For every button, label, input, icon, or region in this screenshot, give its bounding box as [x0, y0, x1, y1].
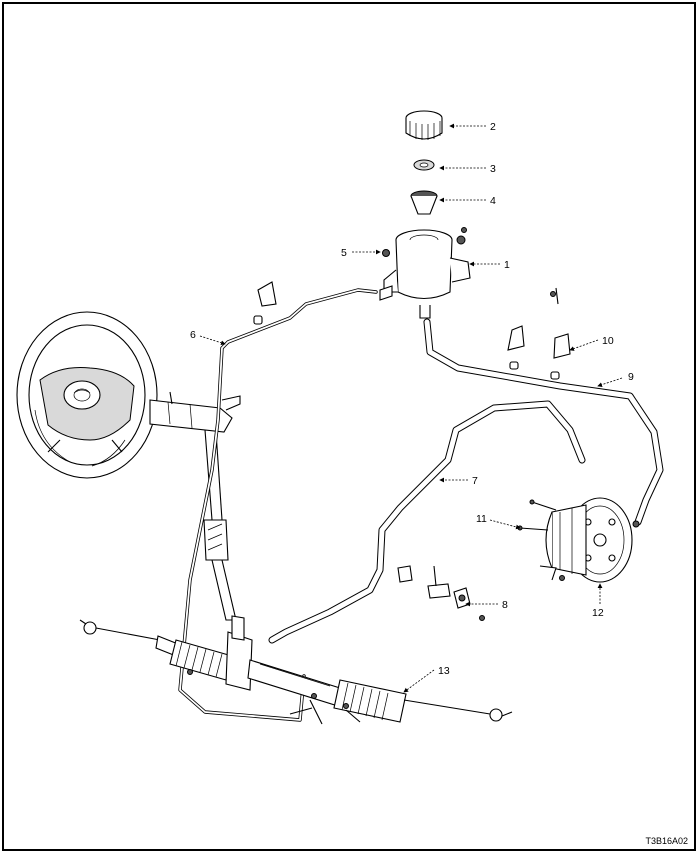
leader-lines — [199, 123, 623, 693]
steering-wheel — [16, 311, 158, 479]
callout-7: 7 — [472, 475, 478, 487]
steering-column — [149, 391, 241, 621]
callout-8: 8 — [502, 599, 508, 611]
callout-9: 9 — [628, 371, 634, 383]
suction-hose — [423, 318, 664, 526]
hose-clamps — [507, 287, 571, 380]
callout-12: 12 — [592, 607, 604, 619]
callout-3: 3 — [490, 163, 496, 175]
callout-13: 13 — [438, 665, 450, 677]
return-pipe — [178, 281, 378, 722]
callout-4: 4 — [490, 195, 496, 207]
power-steering-pump — [539, 497, 640, 583]
pipe-bracket — [397, 565, 485, 621]
callout-2: 2 — [490, 121, 496, 133]
callout-11: 11 — [476, 513, 487, 525]
reservoir-filter — [410, 190, 438, 215]
reservoir-cap — [405, 110, 443, 140]
callout-1: 1 — [504, 259, 510, 271]
reservoir — [379, 227, 471, 319]
reservoir-gasket — [413, 159, 435, 171]
callout-6: 6 — [190, 329, 196, 341]
callout-10: 10 — [602, 335, 614, 347]
figure-code: T3B16A02 — [645, 836, 688, 846]
callout-labels: 1 2 3 4 5 6 7 8 9 10 11 12 13 — [190, 121, 634, 677]
callout-5: 5 — [341, 247, 347, 259]
pressure-hose — [268, 400, 586, 644]
steering-gear — [79, 615, 513, 725]
